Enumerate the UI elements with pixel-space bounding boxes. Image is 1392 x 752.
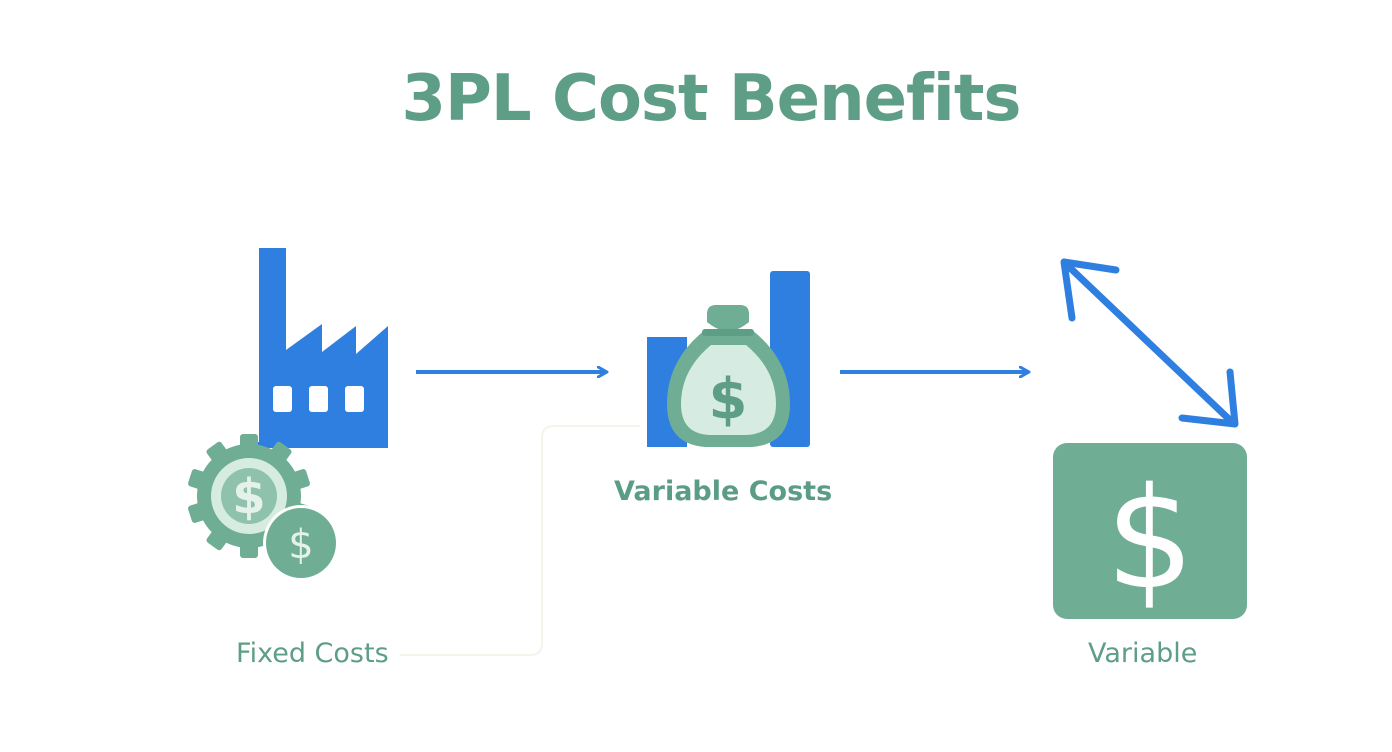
dollar-icon: $: [1053, 443, 1247, 621]
fixed-costs-label: Fixed Costs: [236, 638, 389, 669]
factory-icon: [248, 248, 388, 448]
svg-text:$: $: [232, 469, 265, 525]
faint-connector: [400, 425, 640, 656]
double-arrow-icon: [1060, 258, 1239, 428]
svg-text:$: $: [709, 367, 748, 432]
gear-coin-icon: $ $: [188, 434, 339, 581]
svg-text:$: $: [1105, 458, 1194, 621]
svg-text:$: $: [288, 522, 313, 568]
variable-costs-label: Variable Costs: [614, 476, 833, 507]
variable-label: Variable: [1088, 638, 1198, 669]
money-bag-icon: $: [647, 271, 810, 447]
page-title: 3PL Cost Benefits: [401, 62, 1021, 136]
